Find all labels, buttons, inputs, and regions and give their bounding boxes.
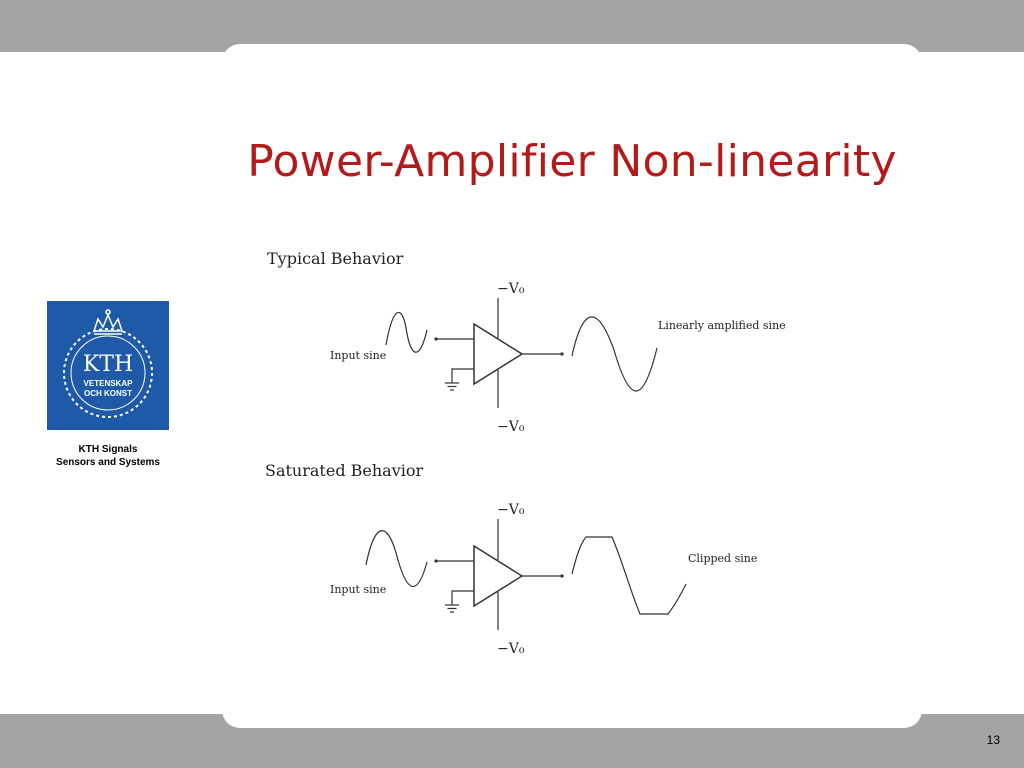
typical-output-label: Linearly amplified sine <box>658 319 786 332</box>
crown-icon <box>92 309 124 335</box>
saturated-ground-icon <box>445 604 459 613</box>
saturated-output-node <box>560 574 564 578</box>
saturated-amplifier-icon <box>473 544 524 608</box>
slide-title: Power-Amplifier Non-linearity <box>247 136 897 187</box>
logo-text-line2: OCH KONST <box>84 389 132 398</box>
saturated-output-label: Clipped sine <box>688 552 757 565</box>
logo-caption-line1: KTH Signals <box>78 444 138 455</box>
typical-ground-icon <box>445 382 459 391</box>
kth-seal-icon: KTH VETENSKAP OCH KONST <box>63 309 153 418</box>
saturated-clipped-sine <box>571 536 687 615</box>
saturated-ground-wire <box>451 590 474 605</box>
saturated-supply-top: −V₀ <box>497 502 525 518</box>
typical-output-sine <box>571 316 658 392</box>
logo-text-main: KTH <box>83 352 133 377</box>
typical-input-sine <box>385 311 428 353</box>
logo-caption-line2: Sensors and Systems <box>56 457 160 468</box>
logo-caption: KTH Signals Sensors and Systems <box>30 443 186 469</box>
saturated-heading: Saturated Behavior <box>265 461 424 480</box>
saturated-supply-bottom: −V₀ <box>497 641 525 657</box>
saturated-input-node <box>434 559 438 563</box>
typical-input-node <box>434 337 438 341</box>
typical-ground-wire <box>451 368 474 383</box>
kth-logo: KTH VETENSKAP OCH KONST <box>47 301 169 430</box>
page-number: 13 <box>986 733 1000 747</box>
typical-output-node <box>560 352 564 356</box>
slide-card <box>222 44 922 728</box>
typical-input-label: Input sine <box>330 349 386 362</box>
typical-heading: Typical Behavior <box>267 249 404 268</box>
top-band <box>0 0 1024 52</box>
saturated-input-label: Input sine <box>330 583 386 596</box>
logo-text-line1: VETENSKAP <box>84 379 134 388</box>
typical-supply-bottom: −V₀ <box>497 419 525 435</box>
typical-supply-top: −V₀ <box>497 281 525 297</box>
typical-amplifier-icon <box>473 322 524 386</box>
saturated-input-sine <box>365 530 428 587</box>
